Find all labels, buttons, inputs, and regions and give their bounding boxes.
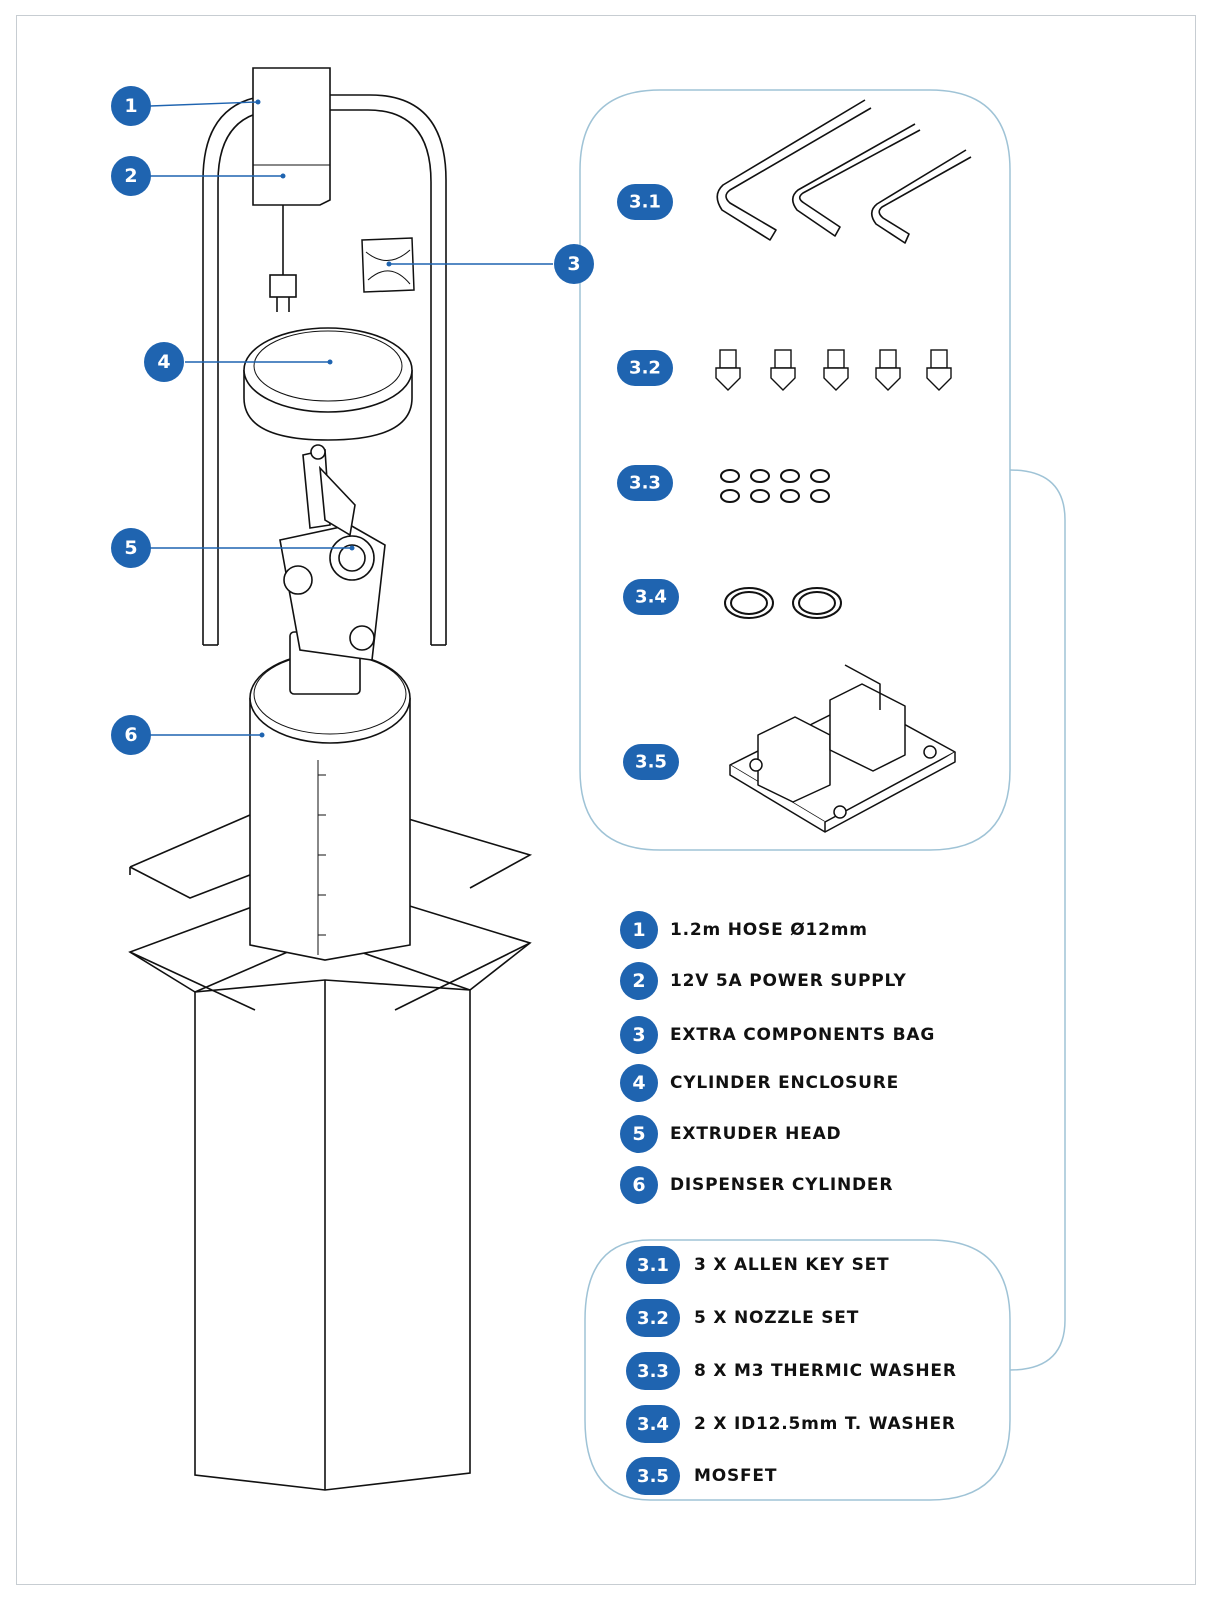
callout-badge-2: 2 (111, 156, 151, 196)
callout-number: 1 (124, 95, 137, 117)
callout-badge-6: 6 (111, 715, 151, 755)
nozzles-drawing (715, 349, 952, 391)
sub-legend-number-pill: 3.2 (626, 1299, 680, 1337)
sub-legend-number-pill: 3.3 (626, 1352, 680, 1390)
leader-lines (149, 101, 553, 736)
svg-text:3.5: 3.5 (635, 752, 667, 773)
callout-number: 3 (567, 253, 580, 275)
sub-legend-item-large-washers: 3.4 2 X ID12.5mm T. WASHER (626, 1404, 956, 1444)
sub-legend-number-pill: 3.1 (626, 1246, 680, 1284)
svg-text:3.3: 3.3 (629, 473, 661, 494)
sub-legend-label: 3 X ALLEN KEY SET (694, 1255, 890, 1275)
legend-label: EXTRA COMPONENTS BAG (670, 1025, 936, 1045)
callout-badge-5: 5 (111, 528, 151, 568)
components-panel-frame (579, 89, 1011, 851)
legend-number-badge: 1 (620, 911, 658, 949)
legend-item-dispenser-cylinder: 6 DISPENSER CYLINDER (620, 1165, 893, 1205)
sub-legend-frame (584, 1239, 1011, 1501)
allen-keys-drawing (716, 99, 972, 244)
panel-pill-3-5: 3.5 (623, 744, 679, 780)
legend-label: DISPENSER CYLINDER (670, 1175, 894, 1195)
thermic-washers-drawing (720, 469, 830, 503)
legend-label: CYLINDER ENCLOSURE (670, 1073, 900, 1093)
sub-legend-item-mosfet: 3.5 MOSFET (626, 1456, 777, 1496)
legend-item-components-bag: 3 EXTRA COMPONENTS BAG (620, 1015, 935, 1055)
legend-number-badge: 3 (620, 1016, 658, 1054)
mosfet-drawing (729, 664, 956, 833)
page-frame (16, 15, 1196, 1585)
panel-pill-3-2: 3.2 (617, 350, 673, 386)
svg-text:3.2: 3.2 (629, 358, 661, 379)
legend-number-badge: 4 (620, 1064, 658, 1102)
panel-pill-3-4: 3.4 (623, 579, 679, 615)
power-supply (252, 67, 331, 312)
panel-pill-3-1: 3.1 (617, 184, 673, 220)
legend-label: 1.2m HOSE Ø12mm (670, 920, 868, 940)
legend-item-cylinder-enclosure: 4 CYLINDER ENCLOSURE (620, 1063, 899, 1103)
dispenser-cylinder (249, 652, 411, 961)
svg-text:3.1: 3.1 (629, 192, 661, 213)
panel-pill-3-3: 3.3 (617, 465, 673, 501)
sub-legend-label: MOSFET (694, 1466, 778, 1486)
callout-number: 5 (124, 537, 137, 559)
callout-badge-1: 1 (111, 86, 151, 126)
legend-number-badge: 2 (620, 962, 658, 1000)
extruder-head (279, 444, 386, 695)
callout-badge-4: 4 (144, 342, 184, 382)
sub-legend-number-pill: 3.5 (626, 1457, 680, 1495)
legend-label: 12V 5A POWER SUPPLY (670, 971, 907, 991)
sub-legend-label: 5 X NOZZLE SET (694, 1308, 860, 1328)
legend-label: EXTRUDER HEAD (670, 1124, 842, 1144)
sub-legend-label: 8 X M3 THERMIC WASHER (694, 1361, 957, 1381)
legend-item-hose: 1 1.2m HOSE Ø12mm (620, 910, 868, 950)
sub-legend-label: 2 X ID12.5mm T. WASHER (694, 1414, 956, 1434)
legend-item-power-supply: 2 12V 5A POWER SUPPLY (620, 961, 907, 1001)
callout-number: 4 (157, 351, 170, 373)
sub-legend-item-thermic-washers: 3.3 8 X M3 THERMIC WASHER (626, 1351, 957, 1391)
sub-legend-item-allen-keys: 3.1 3 X ALLEN KEY SET (626, 1245, 889, 1285)
callout-number: 2 (124, 165, 137, 187)
legend-number-badge: 5 (620, 1115, 658, 1153)
cylinder-enclosure (243, 327, 413, 441)
callout-number: 6 (124, 724, 137, 746)
legend-item-extruder-head: 5 EXTRUDER HEAD (620, 1114, 841, 1154)
panel-connector-bracket (1009, 469, 1066, 1371)
callout-badge-3: 3 (554, 244, 594, 284)
sub-legend-item-nozzles: 3.2 5 X NOZZLE SET (626, 1298, 859, 1338)
large-washers-drawing (724, 587, 842, 619)
sub-legend-number-pill: 3.4 (626, 1405, 680, 1443)
svg-text:3.4: 3.4 (635, 587, 667, 608)
legend-number-badge: 6 (620, 1166, 658, 1204)
